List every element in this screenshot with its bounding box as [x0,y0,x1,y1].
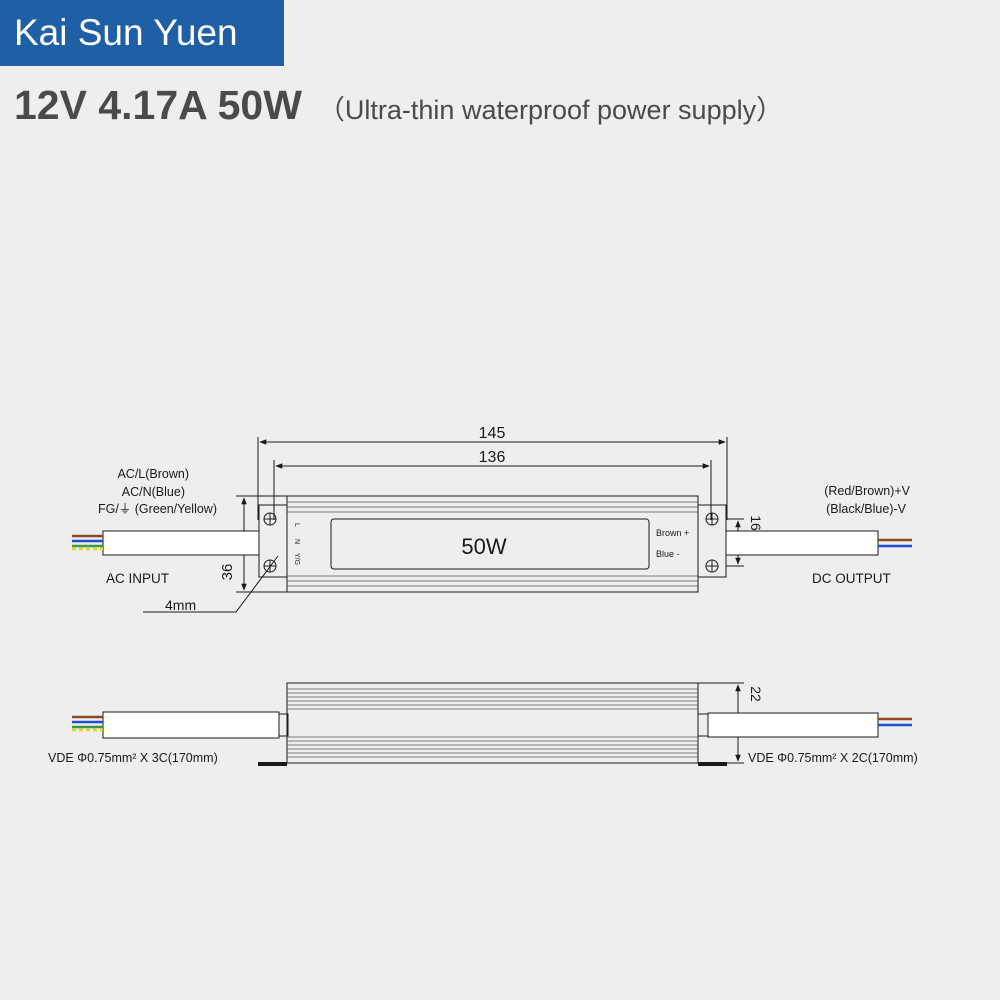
product-subtitle: （Ultra-thin waterproof power supply） [317,95,784,125]
ac-wire-label-n: AC/N(Blue) [122,485,185,499]
dc-wire-label-neg: (Black/Blue)-V [826,502,907,516]
ac-input-cable [102,530,260,556]
ac-wire-tips [72,534,103,551]
dc-output-label: DC OUTPUT [812,571,891,586]
headline: 12V 4.17A 50W （Ultra-thin waterproof pow… [14,82,783,132]
dim-145-text: 145 [479,425,506,442]
side-dc-wire-tips [878,717,912,727]
terminal-marking-l: L [293,523,300,527]
side-fins [287,688,698,758]
side-ac-wire-tips [72,715,103,732]
psu-fins [287,501,698,587]
product-spec: 12V 4.17A 50W [14,82,302,128]
ac-wire-label-fg: FG/⏚ (Green/Yellow) [98,502,217,516]
dim-16-text: 16 [748,515,764,531]
side-right-grommet [697,713,709,737]
input-cable-spec: VDE Φ0.75mm² X 3C(170mm) [48,751,218,765]
dim-22-text: 22 [748,686,764,702]
label-plate [330,518,650,570]
dim-36-text: 36 [219,564,236,581]
brand-name: Kai Sun Yuen [14,12,238,53]
hole-leader-line [143,555,279,613]
dc-output-cable [725,530,879,556]
terminal-marking-n: N [293,539,300,544]
side-output-cable [707,712,879,738]
dc-wire-tips [878,538,912,548]
side-view [102,682,879,766]
output-marking-positive: Brown + [656,528,689,538]
output-marking-negative: Blue - [656,549,680,559]
output-cable-spec: VDE Φ0.75mm² X 2C(170mm) [748,751,918,765]
brand-banner: Kai Sun Yuen [0,0,284,66]
psu-body-side [286,682,699,764]
side-input-cable [102,711,280,739]
hole-diameter-text: 4mm [165,597,196,613]
dc-wire-label-pos: (Red/Brown)+V [824,484,910,498]
dim-136-text: 136 [479,449,506,466]
top-view [102,437,879,613]
label-plate-text: 50W [461,534,506,559]
ac-wire-label-l: AC/L(Brown) [117,467,189,481]
terminal-marking-yg: Y/G [293,553,300,565]
ac-input-label: AC INPUT [106,571,169,586]
